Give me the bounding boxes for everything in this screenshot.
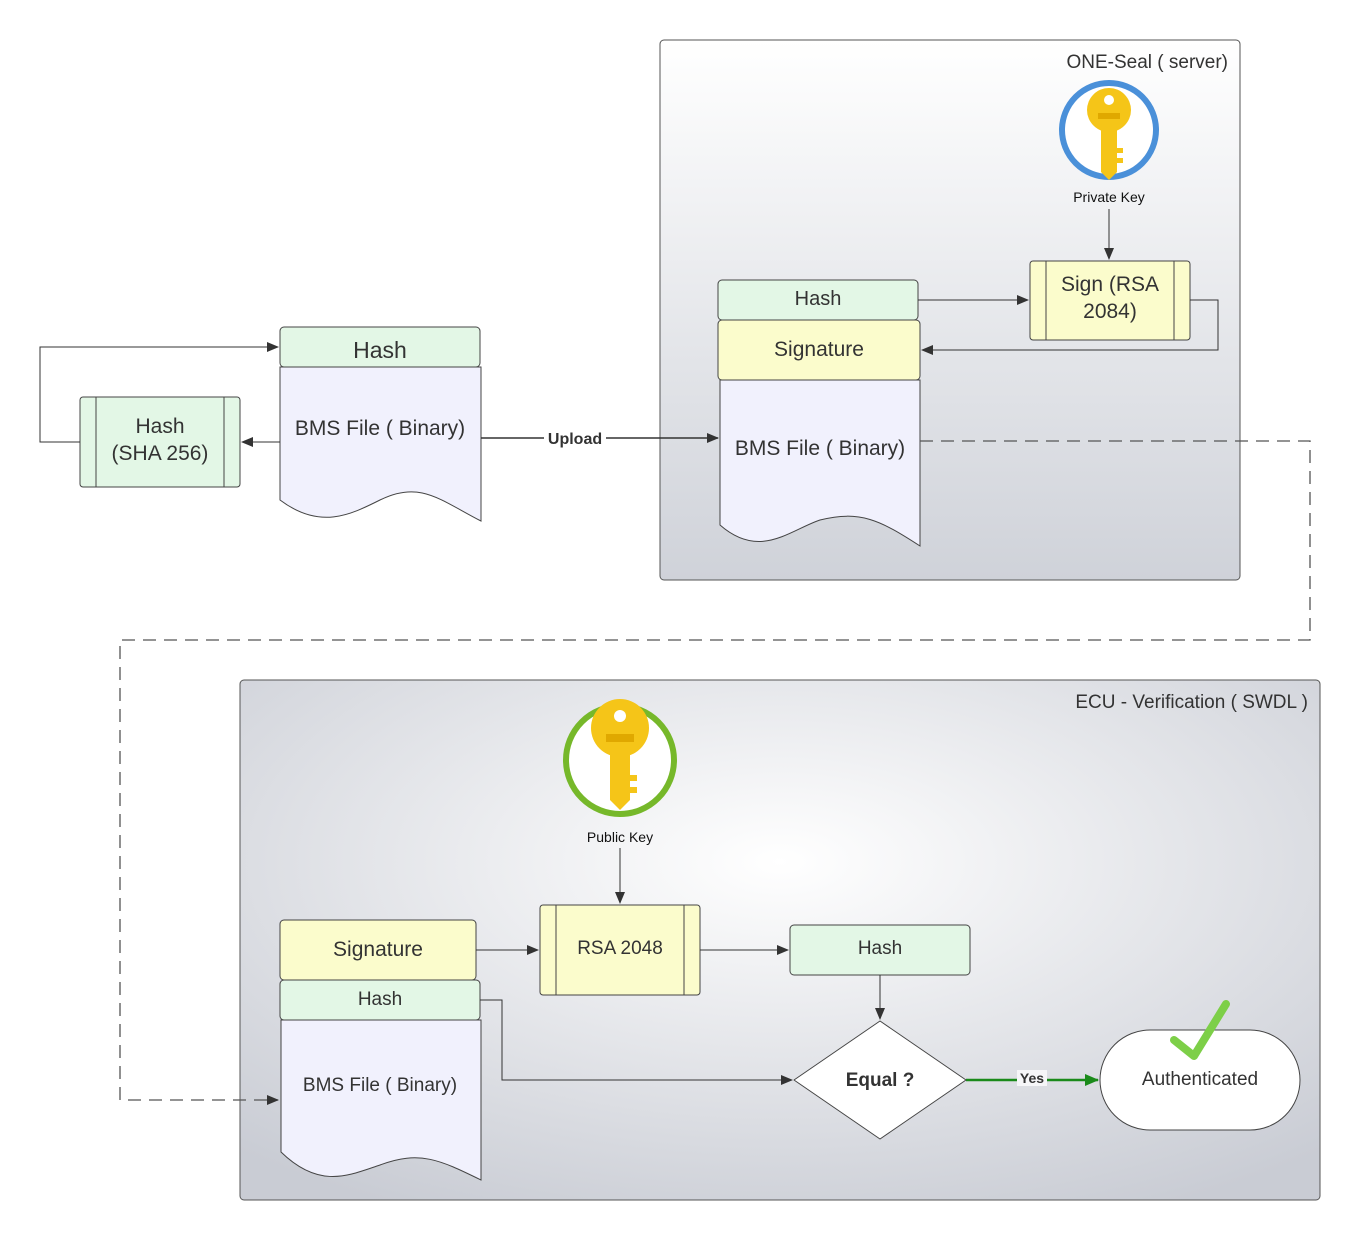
server-container-title: ONE-Seal ( server) bbox=[1066, 52, 1228, 73]
authenticated-label: Authenticated bbox=[1142, 1069, 1258, 1090]
ecu-hash-output: Hash bbox=[789, 924, 971, 976]
ecu-signature-label: Signature bbox=[333, 938, 423, 961]
authenticated-terminal: Authenticated bbox=[1099, 1029, 1301, 1131]
ecu-bms-file-document: BMS File ( Binary) bbox=[280, 1019, 482, 1181]
sign-rsa-line1: Sign (RSA bbox=[1061, 273, 1159, 296]
yes-label-bg bbox=[1017, 1070, 1047, 1086]
sign-rsa-process: Sign (RSA 2084) bbox=[1029, 260, 1191, 341]
left-hash-header-label: Hash bbox=[353, 337, 407, 363]
server-bms-file-document: BMS File ( Binary) bbox=[719, 379, 921, 547]
left-hash-process: Hash (SHA 256) bbox=[79, 396, 241, 488]
ecu-signature-header: Signature bbox=[279, 919, 477, 981]
ecu-container: ECU - Verification ( SWDL ) bbox=[239, 679, 1321, 1201]
ecu-hash-to-decision-connector bbox=[480, 999, 793, 1085]
rsa-2048-process: RSA 2048 bbox=[539, 904, 701, 996]
ecu-hash-header: Hash bbox=[279, 979, 481, 1021]
ecu-hash-label: Hash bbox=[358, 989, 402, 1010]
ecu-container-title: ECU - Verification ( SWDL ) bbox=[1075, 692, 1308, 713]
left-hash-header: Hash bbox=[279, 326, 481, 368]
checkmark-icon bbox=[1170, 1000, 1230, 1060]
upload-label: Upload bbox=[548, 431, 602, 448]
transfer-to-ecu-connector bbox=[119, 440, 1311, 1105]
server-signature-header: Signature bbox=[717, 319, 921, 381]
sign-rsa-line2: 2084) bbox=[1083, 300, 1137, 323]
left-hash-process-line1: Hash bbox=[135, 415, 184, 438]
private-key-label: Private Key bbox=[1073, 189, 1145, 205]
ecu-hash-output-label: Hash bbox=[858, 938, 902, 959]
public-key-label: Public Key bbox=[587, 829, 653, 845]
hash-process-to-header-connector bbox=[39, 342, 279, 443]
equal-decision: Equal ? bbox=[793, 1020, 967, 1140]
left-bms-file-label: BMS File ( Binary) bbox=[295, 417, 465, 440]
yes-label: Yes bbox=[1020, 1070, 1044, 1086]
left-hash-process-line2: (SHA 256) bbox=[112, 442, 209, 465]
rsa-2048-label: RSA 2048 bbox=[577, 938, 663, 959]
private-key-icon bbox=[1059, 80, 1159, 180]
upload-label-bg bbox=[544, 429, 606, 447]
left-bms-file-document: BMS File ( Binary) bbox=[279, 366, 482, 522]
server-hash-label: Hash bbox=[795, 288, 842, 310]
public-key-icon bbox=[563, 699, 677, 817]
server-signature-label: Signature bbox=[774, 338, 864, 361]
server-bms-file-label: BMS File ( Binary) bbox=[735, 437, 905, 460]
ecu-bms-file-label: BMS File ( Binary) bbox=[303, 1075, 457, 1096]
equal-decision-label: Equal ? bbox=[846, 1070, 915, 1091]
sign-to-signature-connector bbox=[921, 299, 1219, 355]
server-hash-header: Hash bbox=[717, 279, 919, 321]
